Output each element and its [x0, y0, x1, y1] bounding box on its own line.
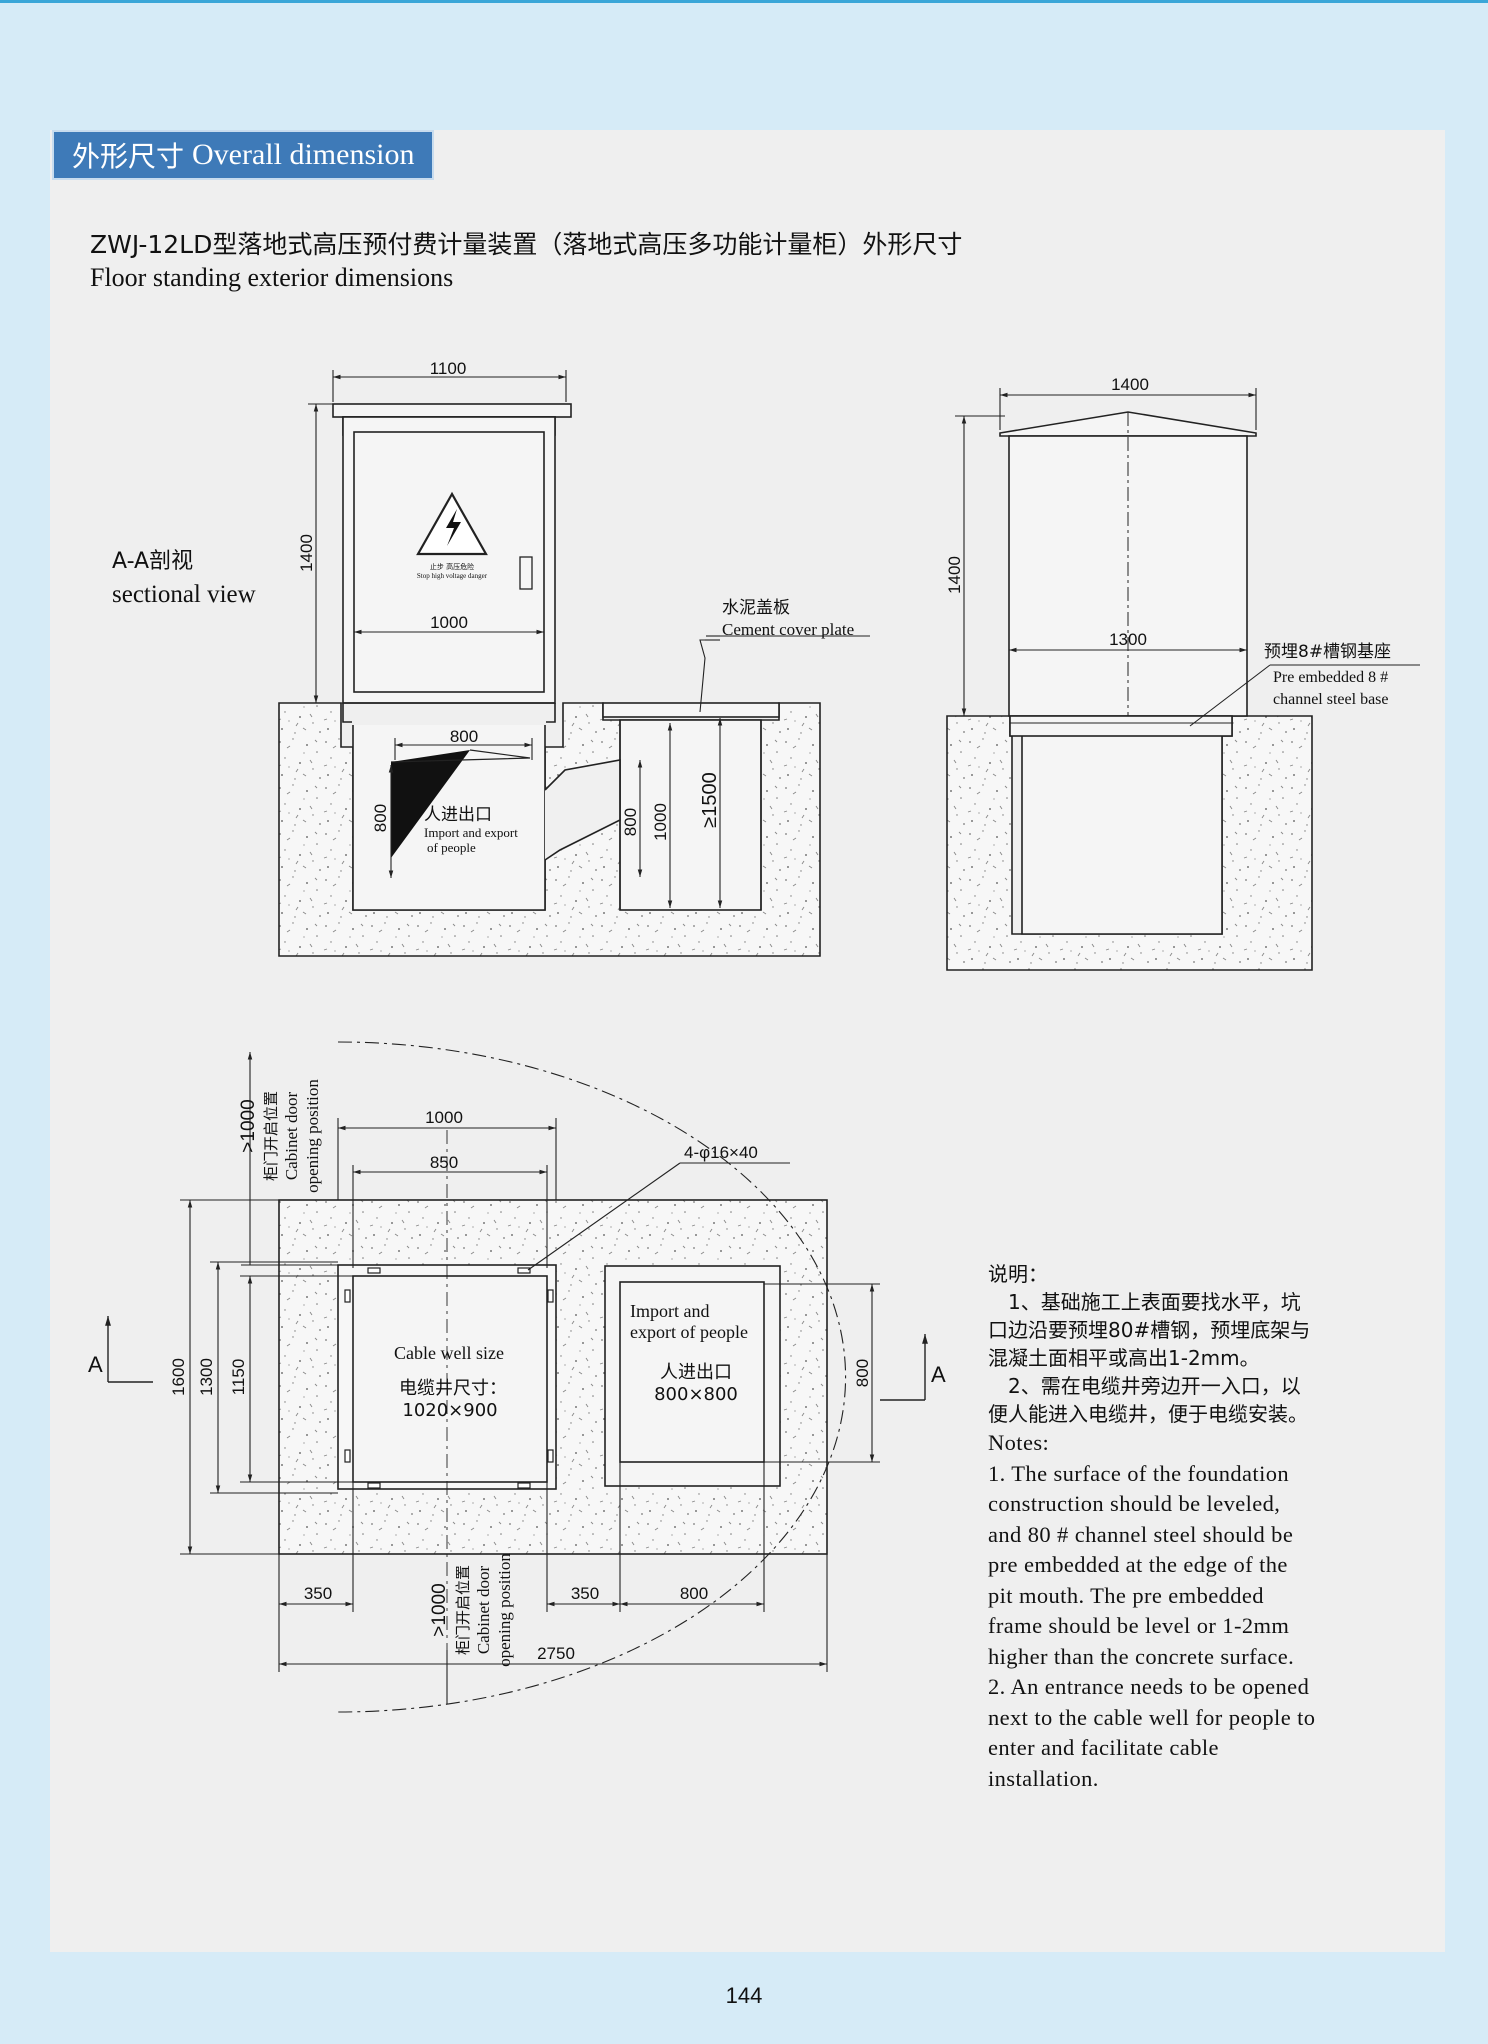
- door-label-en1-bottom: Cabinet door: [474, 1566, 493, 1655]
- section-marker-a-left: A: [88, 1352, 103, 1377]
- door-label-zh-top: 柜门开启位置: [262, 1091, 280, 1181]
- technical-drawing: 1100 1400 1000 800 800 800 1000 ≥1500 14…: [88, 359, 1420, 1713]
- notes-en-line: installation.: [988, 1765, 1099, 1791]
- plan-entry-label-en-1: Import and: [630, 1301, 709, 1321]
- dim-section-1100: 1100: [430, 359, 467, 378]
- notes-en-line: enter and facilitate cable: [988, 1735, 1219, 1760]
- plan-entry-size: 800×800: [654, 1384, 738, 1405]
- well-label-zh: 电缆井尺寸：: [399, 1378, 507, 1399]
- dim-plan-800-v: 800: [853, 1359, 872, 1387]
- dim-section-1400: 1400: [297, 534, 316, 572]
- plan-view: [278, 1041, 847, 1713]
- notes-en-line: pre embedded at the edge of the: [988, 1552, 1288, 1577]
- dim-section-right-1500: ≥1500: [699, 772, 721, 827]
- base-label-zh: 预埋8#槽钢基座: [1264, 642, 1391, 662]
- section-header-tab: 外形尺寸 Overall dimension: [52, 130, 435, 180]
- well-size: 1020×900: [402, 1400, 497, 1421]
- notes-en-line: next to the cable well for people to: [988, 1704, 1316, 1730]
- notes-en-line: and 80 # channel steel should be: [988, 1521, 1294, 1547]
- plan-entry-label-zh: 人进出口: [660, 1362, 732, 1383]
- entry-label-en-1: Import and export: [424, 825, 518, 840]
- section-marker-a-right: A: [931, 1362, 946, 1387]
- entry-label-zh: 人进出口: [424, 805, 492, 825]
- door-label-en2-bottom: opening position: [495, 1553, 514, 1667]
- dim-plan-2750: 2750: [537, 1644, 575, 1663]
- notes-zh-line: 混凝土面相平或高出1-2mm。: [988, 1346, 1260, 1370]
- dim-section-pit-800: 800: [450, 727, 478, 746]
- sectional-view: [278, 403, 821, 957]
- page-title-en: Floor standing exterior dimensions: [90, 263, 454, 292]
- notes-zh-line: 1、基础施工上表面要找水平，坑: [988, 1290, 1301, 1314]
- cover-plate-label-zh: 水泥盖板: [722, 598, 790, 618]
- dim-plan-hole: 4-φ16×40: [684, 1143, 758, 1162]
- dim-plan-1000: 1000: [425, 1108, 463, 1127]
- dim-section-right-800: 800: [621, 808, 640, 836]
- dim-plan-1300: 1300: [197, 1358, 216, 1396]
- dim-section-pit-h-800: 800: [371, 804, 390, 832]
- dim-plan-door-top: >1000: [238, 1099, 259, 1152]
- notes-zh-line: 便人能进入电缆井，便于电缆安装。: [988, 1402, 1308, 1426]
- door-label-en1-top: Cabinet door: [282, 1092, 301, 1181]
- well-label-en: Cable well size: [394, 1343, 504, 1363]
- dim-side-1400-top: 1400: [1111, 375, 1149, 394]
- notes-en-line: frame should be level or 1-2mm: [988, 1613, 1290, 1638]
- cover-plate-label-en: Cement cover plate: [722, 620, 854, 639]
- section-view-label-en: sectional view: [112, 581, 256, 608]
- dim-plan-850: 850: [430, 1153, 458, 1172]
- dim-plan-door-bottom: >1000: [429, 1583, 450, 1636]
- notes-zh-line: 2、需在电缆井旁边开一入口，以: [988, 1374, 1301, 1398]
- dim-plan-800-h: 800: [680, 1584, 708, 1603]
- base-label-en-1: Pre embedded 8 #: [1273, 669, 1388, 686]
- top-rule: [0, 0, 1488, 3]
- dim-section-right-1000: 1000: [651, 803, 670, 841]
- dim-plan-1150: 1150: [229, 1359, 248, 1396]
- notes-en-line: construction should be leveled,: [988, 1491, 1281, 1516]
- side-view: [946, 411, 1313, 971]
- notes-en-line: higher than the concrete surface.: [988, 1643, 1295, 1669]
- plan-entry-label-en-2: export of people: [630, 1322, 748, 1342]
- entry-ramp-icon: [391, 750, 470, 858]
- notes-title-en: Notes:: [988, 1430, 1050, 1455]
- door-label-zh-bottom: 柜门开启位置: [454, 1565, 472, 1655]
- dim-plan-350-right: 350: [571, 1584, 599, 1603]
- page-number: 144: [725, 1983, 763, 2008]
- dim-section-1000: 1000: [430, 613, 468, 632]
- dim-side-1300: 1300: [1109, 630, 1147, 649]
- header-tab-zh: 外形尺寸: [72, 140, 185, 173]
- notes-zh-line: 口边沿要预埋80#槽钢，预埋底架与: [988, 1318, 1311, 1342]
- section-view-label-zh: A-A剖视: [112, 549, 193, 574]
- dim-side-1400-height: 1400: [945, 556, 964, 594]
- base-label-en-2: channel steel base: [1273, 691, 1389, 708]
- notes-en-line: pit mouth. The pre embedded: [988, 1582, 1264, 1608]
- entry-label-en-2: of people: [427, 840, 476, 855]
- warning-label-en: Stop high voltage danger: [417, 572, 488, 580]
- page-title-zh: ZWJ-12LD型落地式高压预付费计量装置（落地式高压多功能计量柜）外形尺寸: [90, 230, 963, 259]
- notes-en-line: 1. The surface of the foundation: [988, 1460, 1290, 1486]
- notes-en-line: 2. An entrance needs to be opened: [988, 1674, 1310, 1699]
- notes-title-zh: 说明：: [988, 1262, 1048, 1286]
- door-label-en2-top: opening position: [303, 1079, 322, 1193]
- notes-block: 说明： 1、基础施工上表面要找水平，坑 口边沿要预埋80#槽钢，预埋底架与 混凝…: [988, 1260, 1408, 1794]
- header-tab-en: Overall dimension: [192, 138, 415, 171]
- dim-plan-350-left: 350: [304, 1584, 332, 1603]
- warning-label-zh: 止步 高压危险: [430, 562, 474, 571]
- dim-plan-1600: 1600: [169, 1358, 188, 1396]
